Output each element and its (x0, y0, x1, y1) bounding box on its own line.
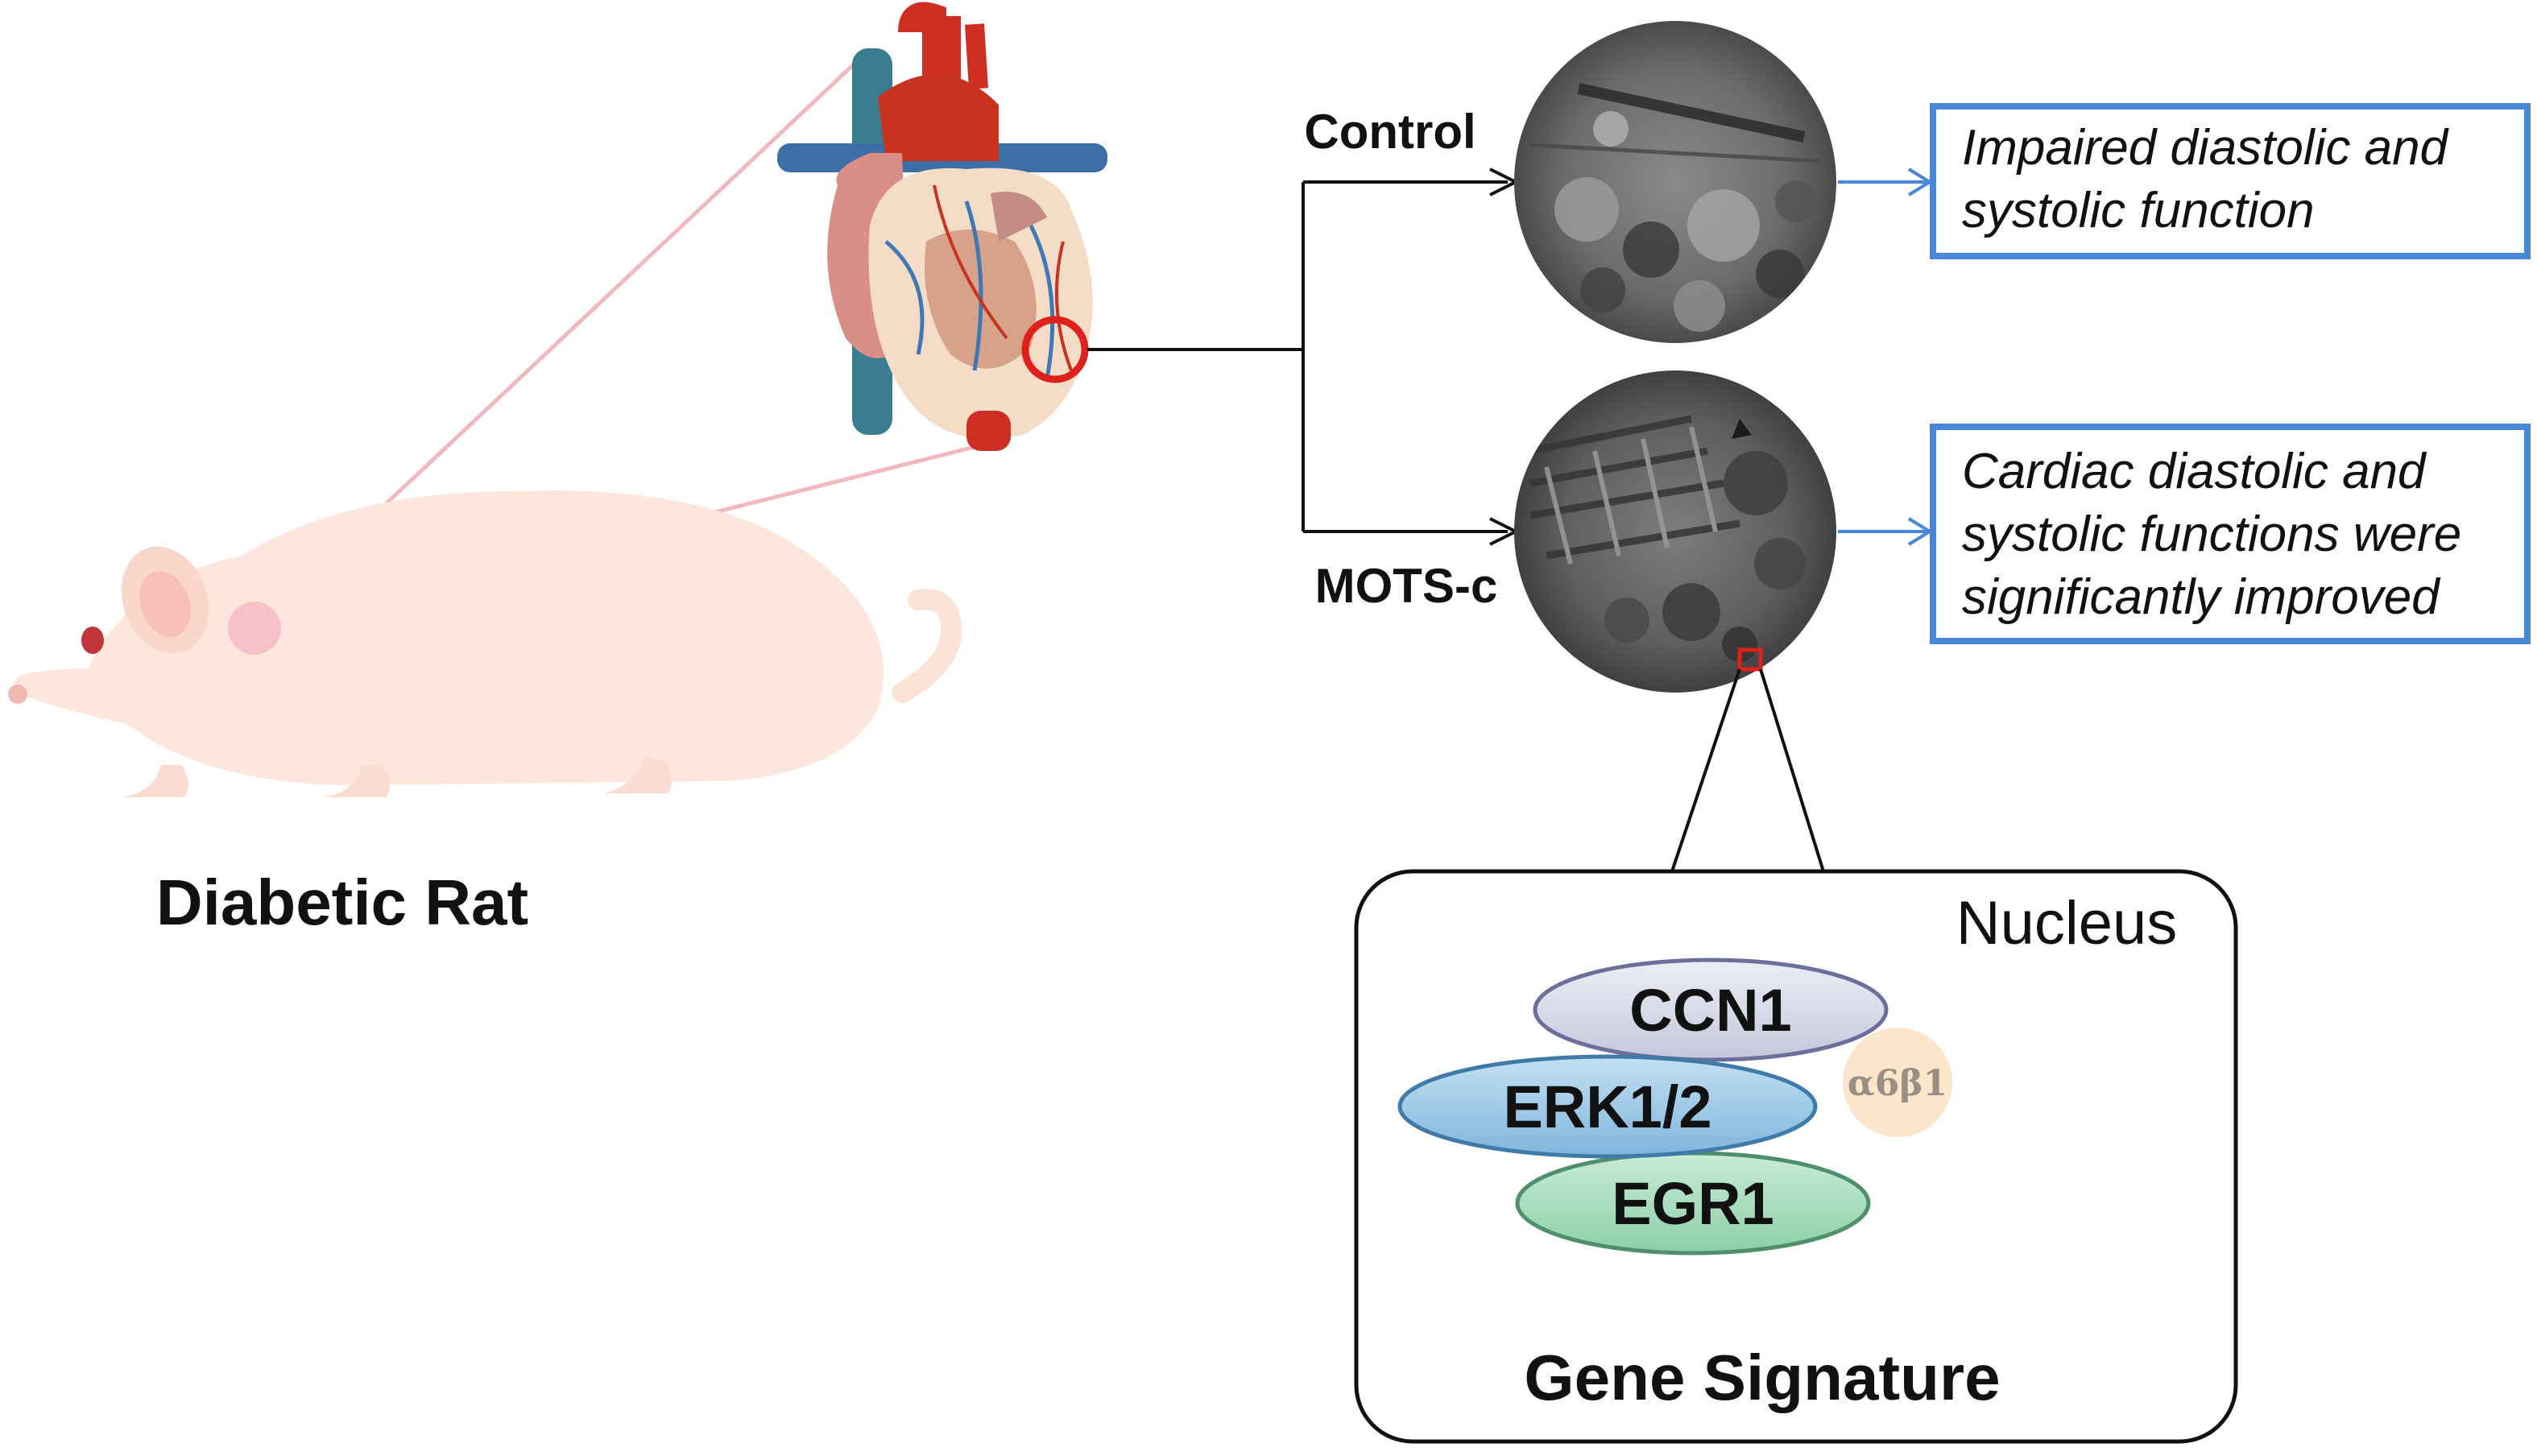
ccn1-ellipse (1533, 958, 1889, 1062)
micrograph-control (1514, 21, 1836, 343)
erk-label: ERK1/2 (1503, 1073, 1711, 1140)
micrograph-zoom-marker (1737, 647, 1763, 672)
rat-label: Diabetic Rat (156, 867, 528, 938)
mots-outcome-line-1: Cardiac diastolic and (1962, 444, 2427, 499)
control-outcome-box (1930, 103, 2531, 259)
heart-illustration (777, 2, 1107, 451)
mots-outcome-line-3: significantly improved (1962, 569, 2441, 625)
integrin-label: α6β1 (1848, 1063, 1947, 1104)
control-outcome-line-1: Impaired diastolic and (1962, 120, 2450, 176)
control-outcome-line-2: systolic function (1962, 183, 2315, 238)
mots-c-outcome-box (1930, 424, 2531, 644)
rat-illustration (8, 490, 962, 797)
zoom-lines (1670, 668, 1825, 872)
control-label: Control (1304, 105, 1475, 159)
micrograph-mots-c (1514, 370, 1836, 693)
gene-signature-label: Gene Signature (1524, 1342, 2000, 1413)
egr1-label: EGR1 (1612, 1170, 1774, 1237)
heart-region-marker (1021, 316, 1089, 383)
mots-c-label: MOTS-c (1315, 559, 1498, 613)
branch-connector (1087, 168, 1520, 546)
integrin-badge (1843, 1028, 1952, 1137)
erk-ellipse (1397, 1054, 1818, 1159)
mots-outcome-line-2: systolic functions were (1962, 507, 2461, 562)
outcome-arrows (1838, 168, 1933, 546)
ccn1-label: CCN1 (1629, 977, 1791, 1044)
nucleus-label: Nucleus (1956, 889, 2178, 958)
